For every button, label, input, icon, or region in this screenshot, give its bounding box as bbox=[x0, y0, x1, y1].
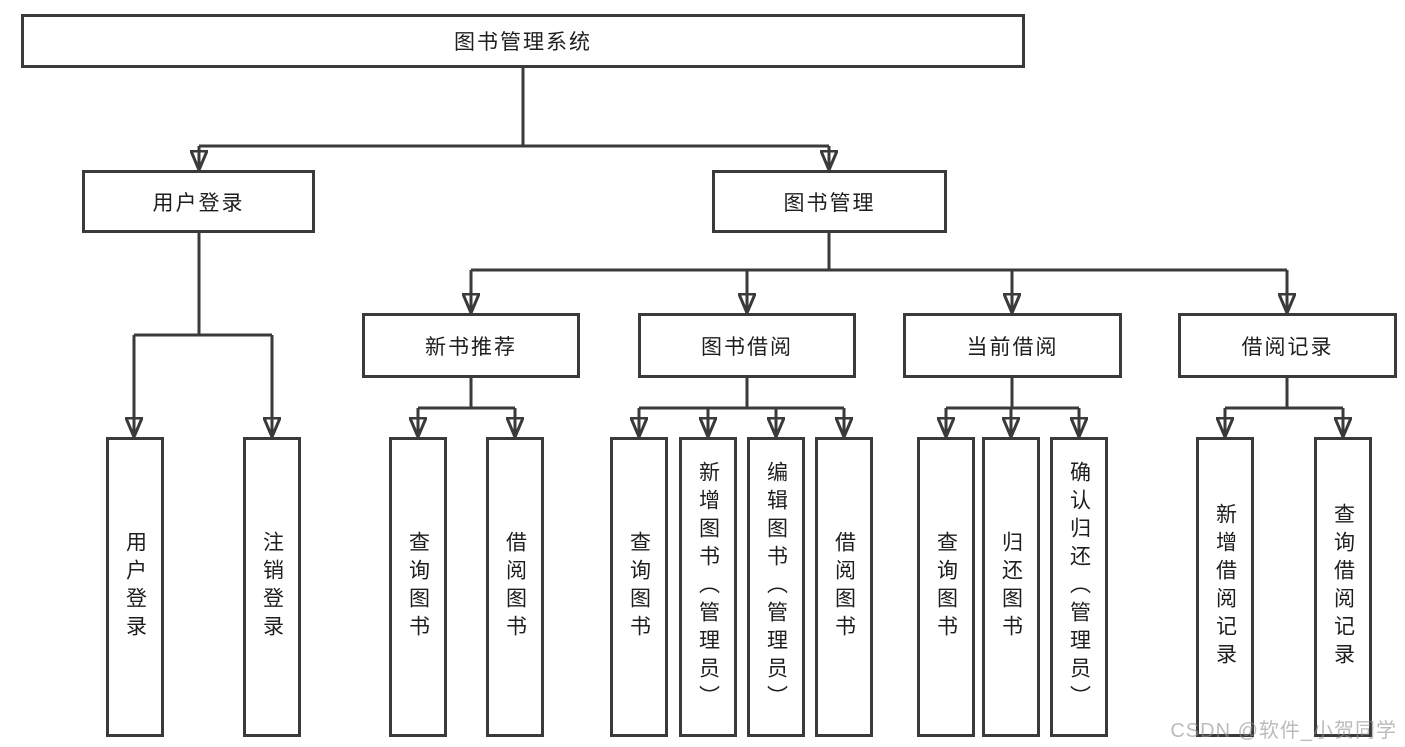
node-user-login: 用户登录 bbox=[82, 170, 315, 233]
leaf-query-books-current: 查询图书 bbox=[917, 437, 975, 737]
leaf-query-books-borrowing: 查询图书 bbox=[610, 437, 668, 737]
leaf-add-borrow-record: 新增借阅记录 bbox=[1196, 437, 1254, 737]
leaf-borrow-books: 借阅图书 bbox=[815, 437, 873, 737]
node-library-management-system: 图书管理系统 bbox=[21, 14, 1025, 68]
node-current-borrowing: 当前借阅 bbox=[903, 313, 1122, 378]
leaf-add-book-admin: 新增图书（管理员） bbox=[679, 437, 737, 737]
node-new-book-recommendation: 新书推荐 bbox=[362, 313, 580, 378]
node-borrowing-records: 借阅记录 bbox=[1178, 313, 1397, 378]
leaf-user-login: 用户登录 bbox=[106, 437, 164, 737]
leaf-query-borrow-record: 查询借阅记录 bbox=[1314, 437, 1372, 737]
node-book-borrowing: 图书借阅 bbox=[638, 313, 856, 378]
leaf-query-books-recommendation: 查询图书 bbox=[389, 437, 447, 737]
node-book-management: 图书管理 bbox=[712, 170, 947, 233]
leaf-confirm-return-admin: 确认归还（管理员） bbox=[1050, 437, 1108, 737]
leaf-borrow-books-recommendation: 借阅图书 bbox=[486, 437, 544, 737]
leaf-return-books: 归还图书 bbox=[982, 437, 1040, 737]
csdn-watermark: CSDN @软件_小贺同学 bbox=[1170, 720, 1397, 742]
leaf-logout: 注销登录 bbox=[243, 437, 301, 737]
leaf-edit-book-admin: 编辑图书（管理员） bbox=[747, 437, 805, 737]
